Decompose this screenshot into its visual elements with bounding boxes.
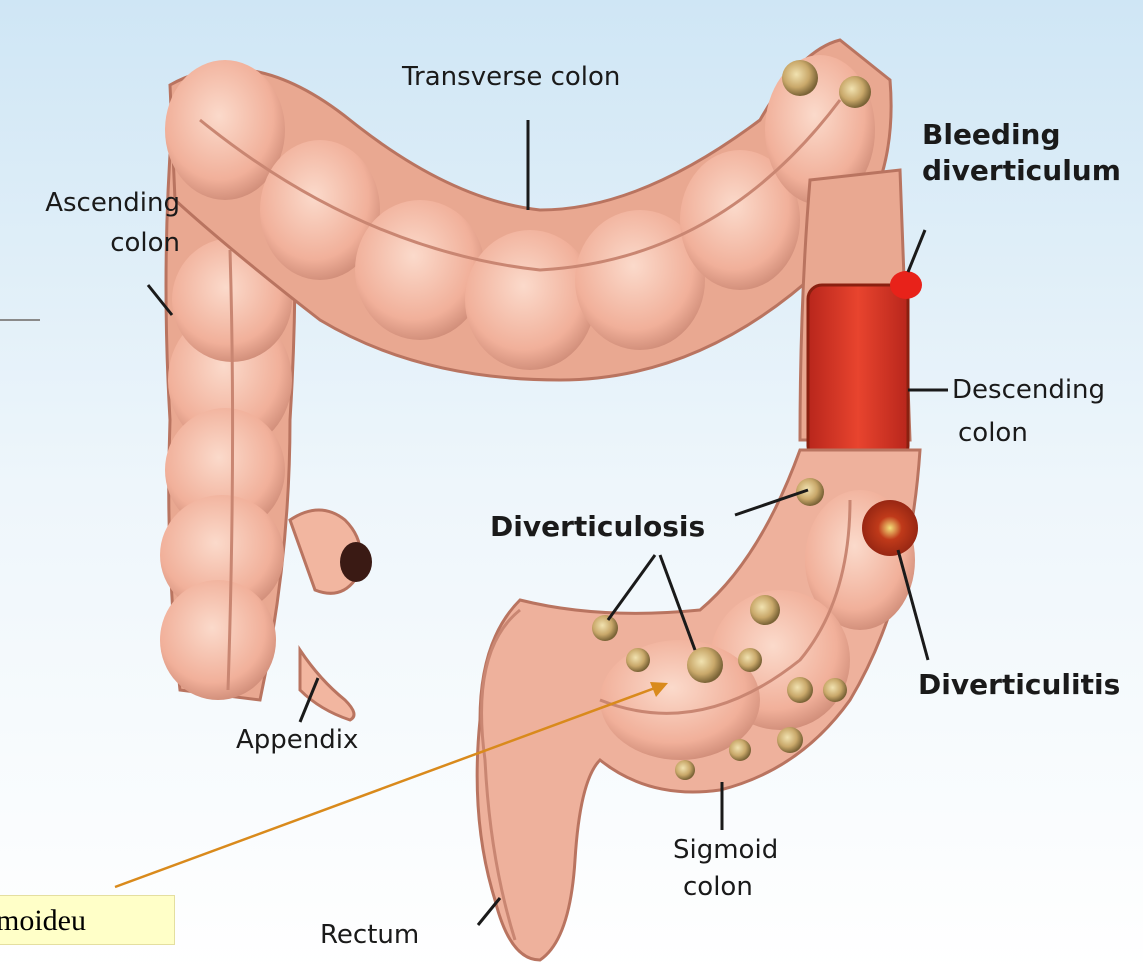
label-diverticulosis: Diverticulosis	[490, 512, 705, 542]
label-appendix: Appendix	[236, 725, 358, 755]
label-descending-colon-line2: colon	[958, 418, 1028, 448]
label-ascending-colon-line1: Ascending	[8, 188, 180, 218]
callout-text: gmoideu	[0, 896, 86, 945]
label-ascending-colon-line2: colon	[8, 228, 180, 258]
label-bleeding-diverticulum-line2: diverticulum	[922, 156, 1121, 186]
bleeding-segment	[808, 285, 908, 460]
callout-box: gmoideu	[0, 895, 175, 945]
label-bleeding-diverticulum-line1: Bleeding	[922, 120, 1061, 150]
bleeding-spot	[890, 271, 922, 299]
label-rectum: Rectum	[320, 920, 419, 950]
diverticulitis-pouch	[862, 500, 918, 556]
label-descending-colon-line1: Descending	[952, 375, 1105, 405]
label-transverse-colon: Transverse colon	[402, 62, 620, 92]
label-sigmoid-colon-line2: colon	[683, 872, 753, 902]
label-diverticulitis: Diverticulitis	[918, 670, 1120, 700]
label-sigmoid-colon-line1: Sigmoid	[673, 835, 778, 865]
